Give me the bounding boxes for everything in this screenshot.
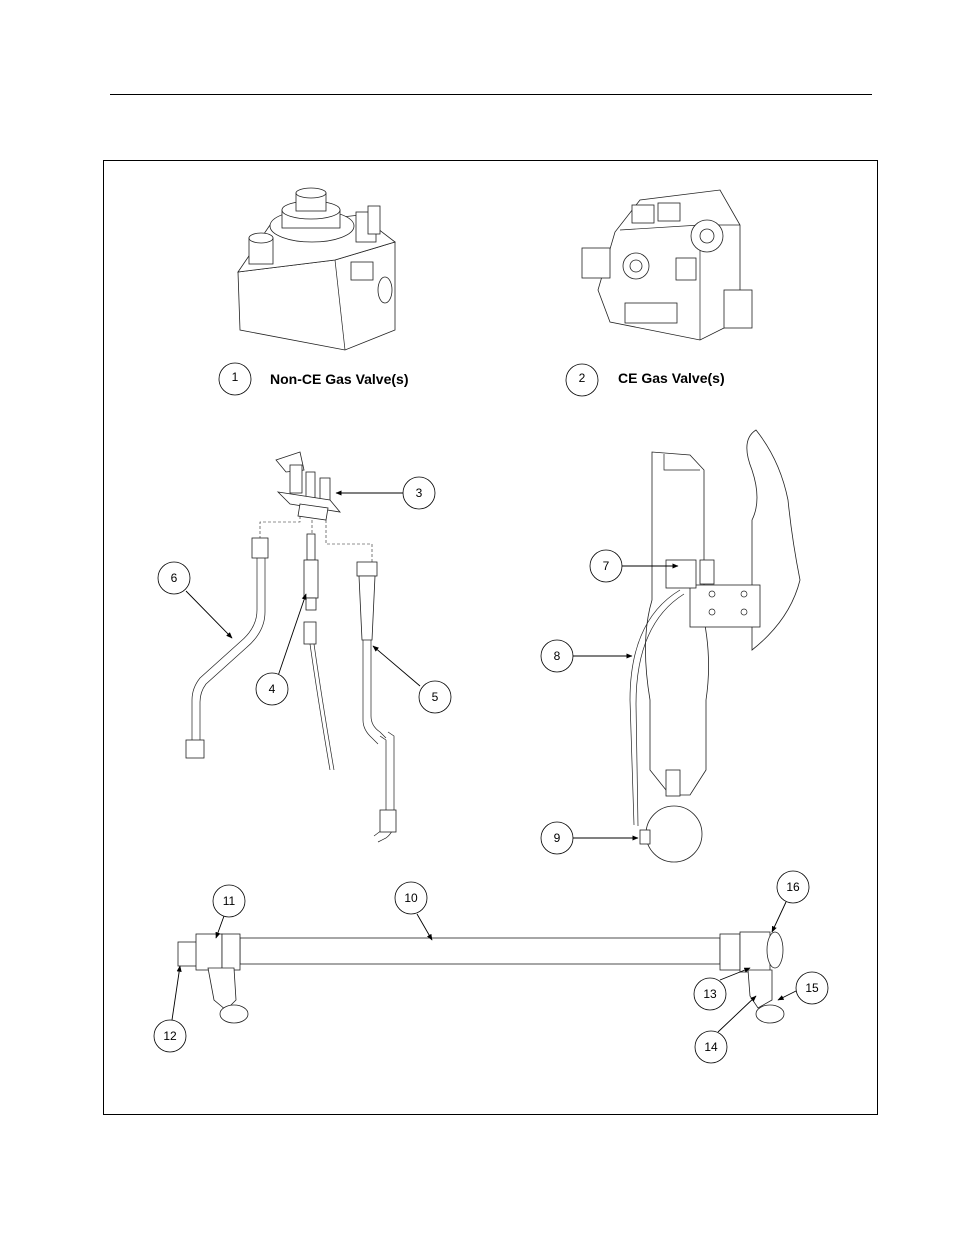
callout-14: 14 [694,1030,728,1064]
header-rule [110,94,872,95]
callout-11: 11 [212,884,246,918]
callout-15: 15 [795,971,829,1005]
callout-7-number: 7 [603,559,610,573]
callout-1-number: 1 [232,370,239,384]
callout-4-number: 4 [269,682,276,696]
callout-13: 13 [693,977,727,1011]
callout-8: 8 [540,639,574,673]
callout-14-number: 14 [704,1040,718,1054]
leader-lines [171,490,799,1033]
callout-16: 16 [776,870,810,904]
callout-12: 12 [153,1019,187,1053]
callout-6: 6 [157,561,191,595]
callout-13-number: 13 [703,987,717,1001]
pilot-assembly [259,451,373,562]
caption-ce-gas-valve: CE Gas Valve(s) [618,370,725,386]
ce-gas-valve [581,189,753,341]
callout-9-number: 9 [554,831,561,845]
caption-non-ce-gas-valve: Non-CE Gas Valve(s) [270,371,409,387]
thermocouple-wire [303,533,335,771]
callout-3-number: 3 [416,486,423,500]
callout-12-number: 12 [163,1029,177,1043]
burner-assembly [629,429,801,863]
manifold-tube [177,931,785,1024]
callout-2: 2 [565,363,599,397]
pilot-tube [185,537,269,759]
callout-6-number: 6 [171,571,178,585]
callout-5: 5 [418,680,452,714]
callout-11-number: 11 [223,894,236,908]
callout-5-number: 5 [432,690,439,704]
figure-frame [103,160,878,1115]
callout-10-number: 10 [404,891,418,905]
callout-10: 10 [394,881,428,915]
callout-8-number: 8 [554,649,561,663]
callout-16-number: 16 [786,880,800,894]
callout-2-number: 2 [579,371,586,385]
non-ce-gas-valve [237,187,396,351]
callout-15-number: 15 [805,981,819,995]
callout-7: 7 [589,549,623,583]
callout-4: 4 [255,672,289,706]
pilot-sleeve-tube [356,561,397,843]
callout-9: 9 [540,821,574,855]
callout-3: 3 [402,476,436,510]
callout-1: 1 [218,362,252,396]
